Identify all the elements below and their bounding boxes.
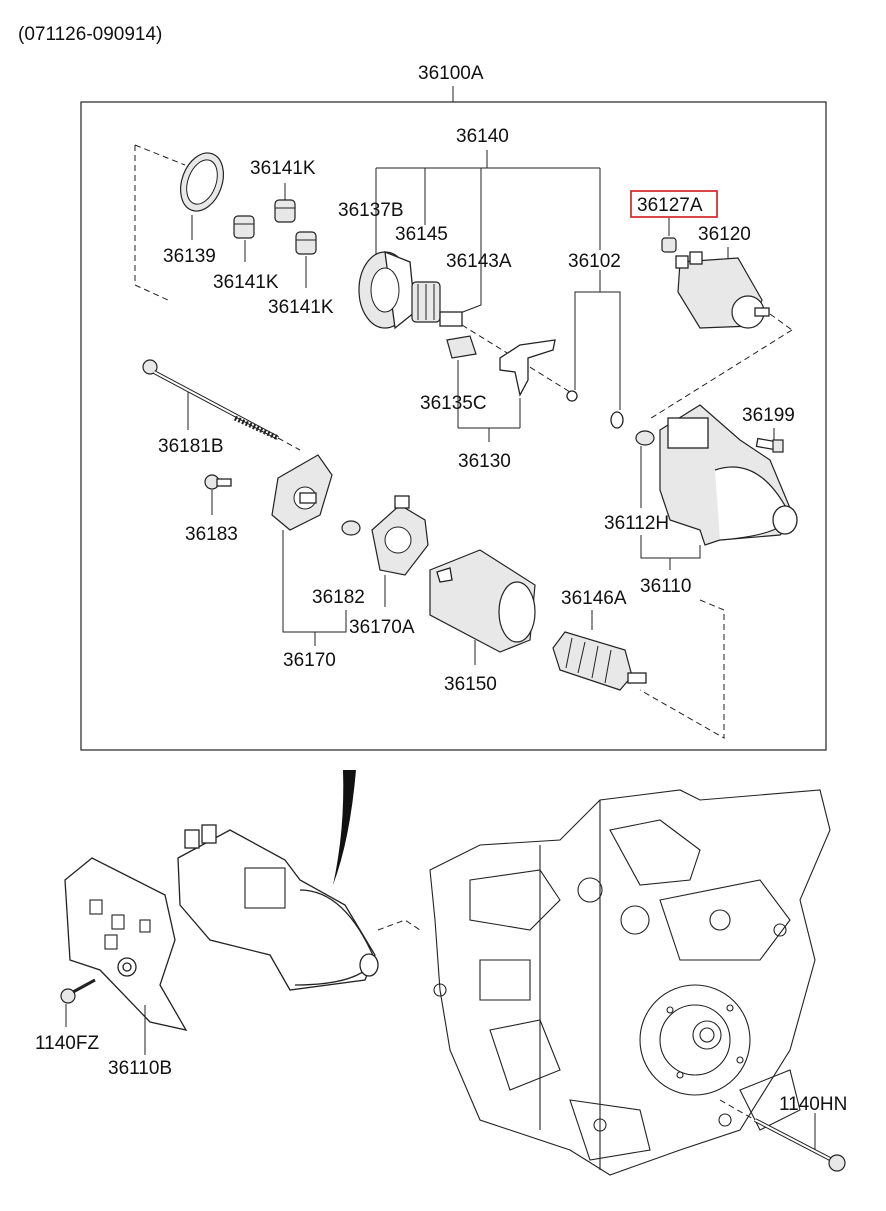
bolt-1140HN[interactable] bbox=[754, 1118, 846, 1172]
label-36137B[interactable]: 36137B bbox=[338, 200, 404, 221]
bushing-36112H[interactable] bbox=[635, 430, 655, 446]
assembly-label[interactable]: 36100A bbox=[418, 63, 484, 84]
bolt-36199[interactable] bbox=[755, 437, 784, 453]
starter-motor-installed[interactable] bbox=[177, 824, 379, 991]
screw-36183[interactable] bbox=[204, 474, 232, 490]
label-36182[interactable]: 36182 bbox=[312, 587, 365, 608]
gear-36141K-a[interactable] bbox=[274, 199, 296, 223]
clip-36135C[interactable] bbox=[446, 335, 477, 359]
nut-36127A[interactable] bbox=[661, 237, 677, 253]
pointer-arrow bbox=[333, 770, 356, 885]
solenoid-36120[interactable] bbox=[675, 251, 770, 329]
ball-36102-a[interactable] bbox=[566, 390, 578, 402]
shaft-36143A[interactable] bbox=[439, 311, 463, 327]
label-36110B[interactable]: 36110B bbox=[108, 1058, 172, 1079]
label-36112H[interactable]: 36112H bbox=[604, 513, 669, 534]
label-36130[interactable]: 36130 bbox=[458, 451, 511, 472]
label-36140[interactable]: 36140 bbox=[456, 126, 509, 147]
label-36199[interactable]: 36199 bbox=[742, 405, 795, 426]
label-36141K-b[interactable]: 36141K bbox=[213, 272, 279, 293]
ring-36139[interactable] bbox=[134, 144, 231, 301]
label-36139[interactable]: 36139 bbox=[163, 246, 216, 267]
label-36145[interactable]: 36145 bbox=[395, 224, 448, 245]
label-1140FZ[interactable]: 1140FZ bbox=[35, 1033, 99, 1054]
label-36143A[interactable]: 36143A bbox=[446, 251, 512, 272]
label-1140HN[interactable]: 1140HN bbox=[779, 1094, 847, 1115]
drive-housing-36110[interactable] bbox=[659, 404, 798, 546]
bolt-36181B[interactable] bbox=[142, 359, 280, 441]
label-36146A[interactable]: 36146A bbox=[561, 588, 627, 609]
label-36127A[interactable]: 36127A bbox=[637, 195, 703, 216]
diagram-code: (071126-090914) bbox=[18, 24, 162, 45]
label-36141K-a[interactable]: 36141K bbox=[250, 158, 316, 179]
yoke-36150[interactable] bbox=[429, 549, 536, 653]
assembly-frame bbox=[80, 101, 827, 751]
brush-holder-36170A[interactable] bbox=[371, 495, 429, 576]
bushing-36182[interactable] bbox=[341, 520, 361, 536]
label-36102[interactable]: 36102 bbox=[568, 251, 621, 272]
label-36110[interactable]: 36110 bbox=[640, 576, 691, 597]
pinion-36145[interactable] bbox=[411, 281, 441, 323]
end-cover-36170[interactable] bbox=[271, 454, 333, 531]
housing-36137B[interactable] bbox=[358, 250, 416, 330]
label-36170A[interactable]: 36170A bbox=[349, 617, 415, 638]
gear-36141K-c[interactable] bbox=[295, 231, 317, 255]
label-36150[interactable]: 36150 bbox=[444, 674, 497, 695]
label-36183[interactable]: 36183 bbox=[185, 524, 238, 545]
armature-36146A[interactable] bbox=[552, 631, 647, 691]
gear-36141K-b[interactable] bbox=[233, 215, 255, 239]
label-36170[interactable]: 36170 bbox=[283, 650, 336, 671]
label-36120[interactable]: 36120 bbox=[698, 224, 751, 245]
heat-shield-36110B[interactable] bbox=[64, 857, 188, 1031]
lever-36130[interactable] bbox=[499, 339, 556, 397]
highlight-box bbox=[630, 190, 718, 218]
engine-block bbox=[429, 789, 831, 1176]
label-36135C[interactable]: 36135C bbox=[420, 393, 487, 414]
ball-36102-b[interactable] bbox=[610, 411, 624, 429]
label-36181B[interactable]: 36181B bbox=[158, 436, 224, 457]
label-36141K-c[interactable]: 36141K bbox=[268, 297, 334, 318]
bolt-1140FZ[interactable] bbox=[60, 978, 96, 1004]
